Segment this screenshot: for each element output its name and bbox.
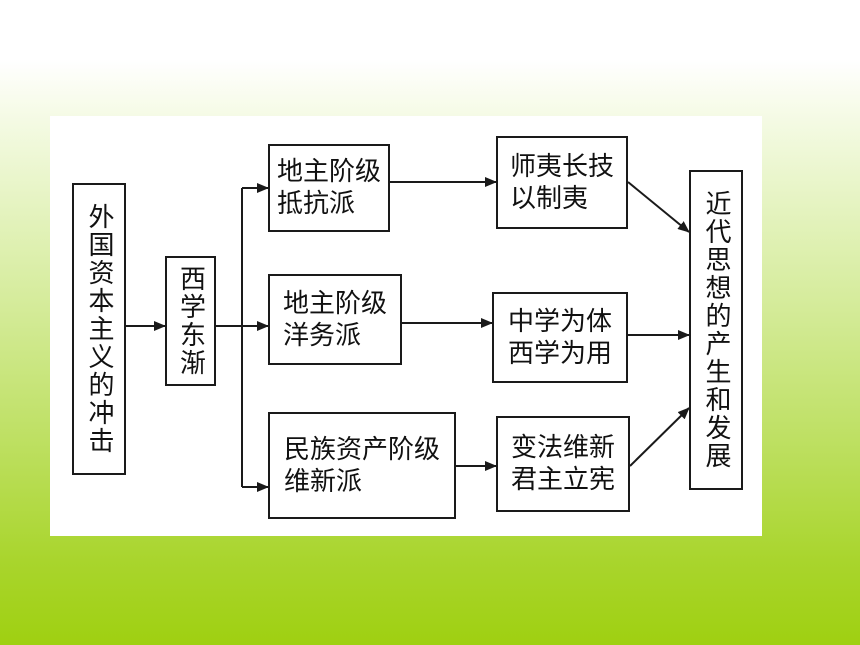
node-label: 西学东渐 (175, 265, 206, 377)
node-label: 外国资本主义的冲击 (84, 203, 114, 455)
node-label: 师夷长技 以制夷 (509, 151, 614, 214)
node-label: 变法维新 君主立宪 (510, 433, 615, 495)
node-chinese-learning-western-use: 中学为体 西学为用 (492, 292, 628, 383)
node-label: 民族资产阶级 维新派 (283, 434, 440, 497)
node-reform-constitutional-monarchy: 变法维新 君主立宪 (496, 416, 630, 512)
arrow-reform-to-modern (629, 407, 690, 467)
node-label: 地主阶级 抵抗派 (276, 157, 381, 219)
node-landlord-resistance: 地主阶级 抵抗派 (268, 144, 390, 232)
node-label: 地主阶级 洋务派 (282, 288, 387, 351)
node-label: 中学为体 西学为用 (507, 306, 612, 369)
node-modern-thought: 近代思想的产生和发展 (689, 170, 743, 490)
node-bourgeois-reformists: 民族资产阶级 维新派 (268, 412, 456, 519)
node-label: 近代思想的产生和发展 (701, 190, 731, 470)
arrow-learn-to-modern (627, 181, 690, 233)
node-landlord-westernization: 地主阶级 洋务派 (268, 274, 402, 365)
node-western-learning: 西学东渐 (165, 256, 216, 386)
node-foreign-capitalism-impact: 外国资本主义的冲击 (72, 183, 126, 475)
node-learn-from-foreigners: 师夷长技 以制夷 (496, 136, 628, 229)
